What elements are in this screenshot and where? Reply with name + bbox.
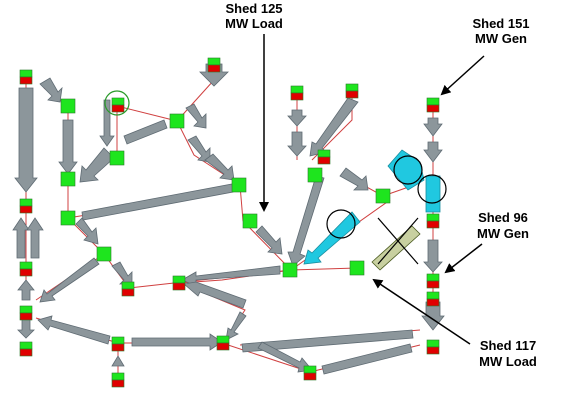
line	[221, 342, 311, 373]
shed-151-unit: MW Gen	[475, 31, 527, 46]
flow-arrow	[17, 279, 35, 301]
shed-117-label: Shed 117	[480, 338, 536, 353]
bus-node[interactable]	[216, 335, 230, 351]
bus-node[interactable]	[111, 372, 125, 388]
bus-node[interactable]	[282, 262, 298, 278]
event-markers	[104, 90, 447, 265]
bus-node[interactable]	[207, 57, 221, 73]
flow-arrow	[75, 217, 99, 245]
flow-arrow	[111, 261, 133, 285]
flow-arrow	[111, 355, 125, 367]
highlighted-flow-arrow	[303, 211, 361, 265]
flow-arrow	[12, 217, 30, 259]
flow-arrow	[241, 329, 414, 353]
marker-circle	[326, 209, 356, 239]
shed-125-unit: MW Load	[225, 16, 283, 31]
substations	[19, 57, 440, 388]
bus-node[interactable]	[172, 275, 186, 291]
marker-circle	[417, 174, 447, 204]
bus-node[interactable]	[317, 149, 331, 165]
bus-node[interactable]	[303, 365, 317, 381]
flow-arrow	[255, 225, 283, 255]
flow-arrow	[309, 97, 359, 157]
bus-node[interactable]	[111, 336, 125, 352]
flow-arrow	[423, 117, 443, 137]
bus-node[interactable]	[111, 97, 125, 113]
flow-arrow	[185, 103, 207, 129]
bus-node[interactable]	[109, 150, 125, 166]
bus-node[interactable]	[349, 260, 365, 276]
bus-node[interactable]	[426, 273, 440, 289]
flow-arrow	[183, 281, 247, 309]
bus-node[interactable]	[19, 261, 33, 277]
flow-arrow	[225, 311, 247, 341]
bus-node[interactable]	[426, 291, 440, 307]
flow-arrow	[371, 225, 421, 271]
bus-node[interactable]	[60, 98, 76, 114]
shed-117-arrow	[372, 278, 471, 345]
flow-arrow	[39, 257, 100, 303]
flow-arrow	[123, 119, 168, 145]
power-flows	[12, 63, 445, 375]
flow-arrow	[58, 119, 78, 175]
bus-node[interactable]	[169, 113, 185, 129]
bus-node[interactable]	[242, 213, 258, 229]
line	[290, 267, 358, 271]
annotations: Shed 125 MW Load Shed 151 MW Gen Shed 96…	[225, 1, 537, 369]
flow-arrow	[37, 315, 111, 345]
flow-arrow	[131, 333, 223, 351]
flow-arrow	[257, 341, 313, 373]
flow-arrow	[287, 131, 307, 157]
flow-arrow	[423, 239, 443, 273]
bus-node[interactable]	[426, 213, 440, 229]
bus-node[interactable]	[60, 210, 76, 226]
bus-node[interactable]	[96, 246, 112, 262]
flow-arrow	[81, 183, 234, 221]
shed-125-label: Shed 125	[225, 1, 282, 16]
flow-arrow	[187, 135, 211, 163]
bus-node[interactable]	[121, 281, 135, 297]
flow-arrow	[321, 343, 413, 375]
line	[242, 220, 292, 271]
bus-node[interactable]	[290, 85, 304, 101]
flow-arrow	[287, 175, 325, 267]
shed-151-arrow	[440, 55, 485, 96]
trip-x-marker	[377, 217, 419, 265]
flow-arrow	[287, 109, 307, 127]
bus-node[interactable]	[19, 305, 33, 321]
flow-arrow	[199, 63, 229, 87]
bus-node[interactable]	[19, 198, 33, 214]
shed-96-unit: MW Gen	[477, 226, 529, 241]
shed-117-unit: MW Load	[479, 354, 537, 369]
flow-arrow	[204, 153, 235, 181]
marker-circle	[393, 155, 423, 185]
flow-arrow	[26, 217, 44, 259]
line	[116, 105, 178, 122]
flow-arrow	[14, 87, 38, 193]
bus-node[interactable]	[60, 171, 76, 187]
flow-arrow	[423, 141, 443, 163]
bus-node[interactable]	[231, 177, 247, 193]
flow-arrow	[99, 99, 115, 147]
bus-node[interactable]	[19, 341, 33, 357]
bus-node[interactable]	[375, 188, 391, 204]
highlighted-flow-arrow	[425, 175, 441, 213]
bus-node[interactable]	[345, 83, 359, 99]
shed-151-label: Shed 151	[472, 16, 529, 31]
bus-node[interactable]	[19, 69, 33, 85]
marker-circle	[104, 90, 130, 116]
bus-node[interactable]	[426, 97, 440, 113]
shed-96-arrow	[444, 243, 483, 274]
bus-node[interactable]	[426, 339, 440, 355]
bus-node[interactable]	[307, 167, 323, 183]
flow-arrow	[39, 77, 63, 103]
shed-96-label: Shed 96	[478, 210, 528, 225]
flow-arrow	[339, 167, 369, 191]
flow-arrow	[79, 147, 115, 183]
